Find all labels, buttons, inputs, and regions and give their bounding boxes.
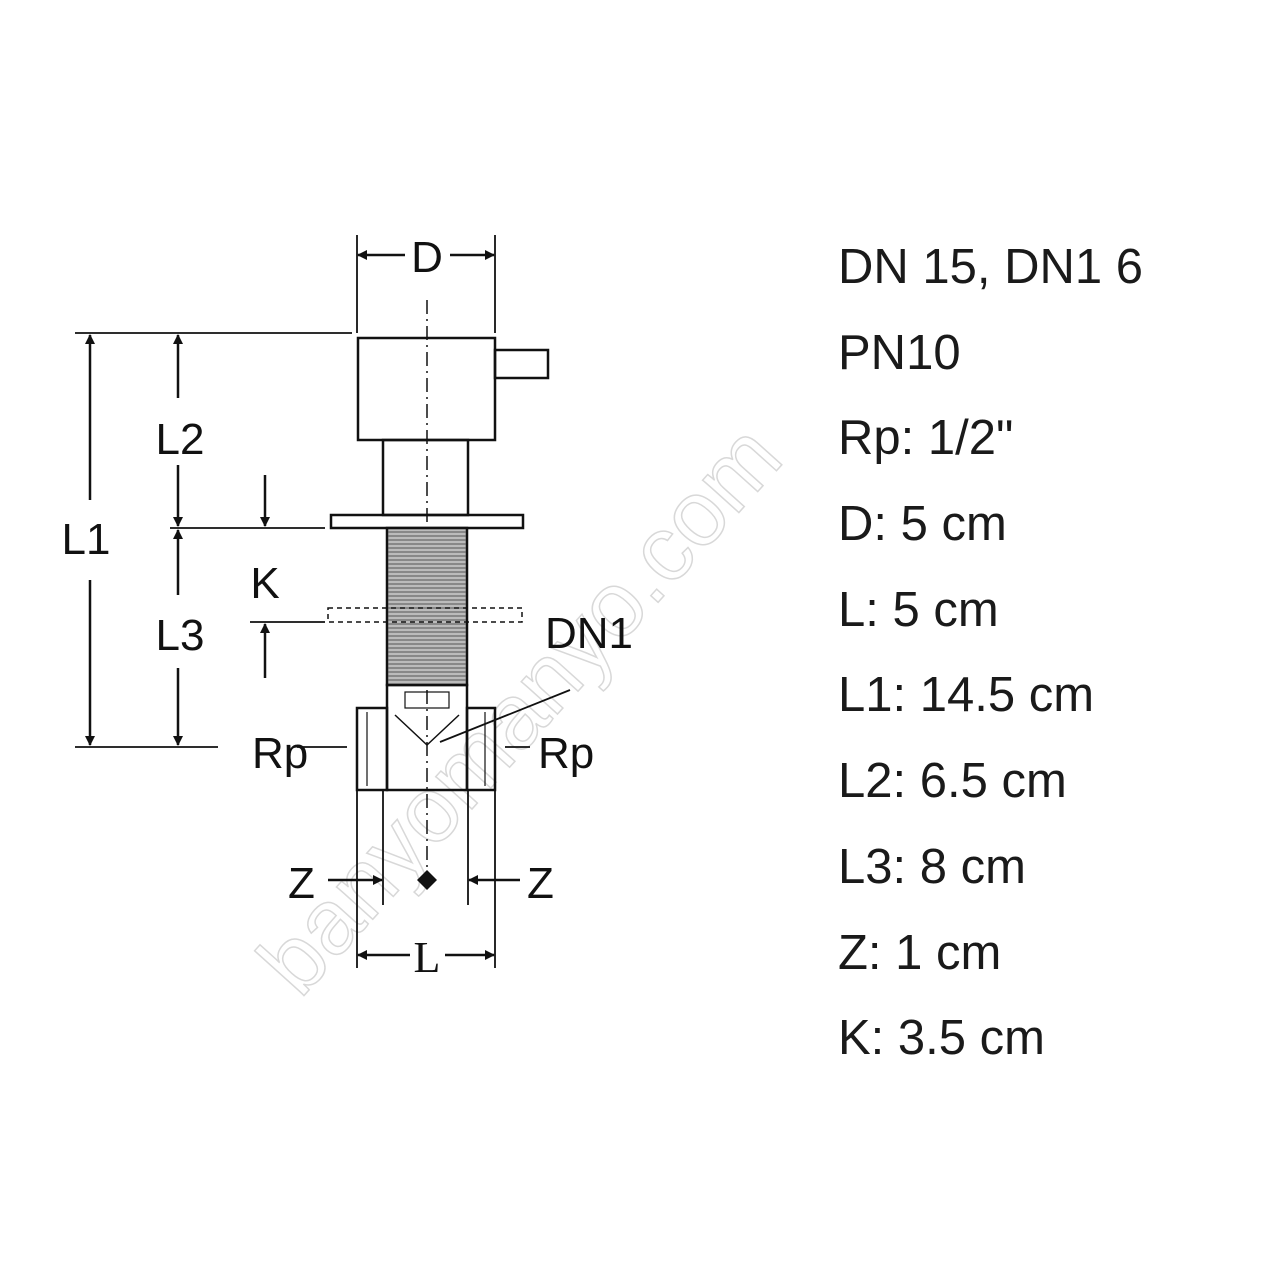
label-z-right: Z [527, 859, 554, 908]
label-l: L [414, 933, 441, 982]
label-l3: L3 [156, 611, 205, 660]
spec-k: K: 3.5 cm [838, 1011, 1045, 1065]
tee-right-port [465, 706, 497, 792]
label-z-left: Z [288, 859, 315, 908]
spec-l2: L2: 6.5 cm [838, 754, 1067, 808]
label-l2: L2 [156, 415, 205, 464]
label-d: D [411, 233, 443, 282]
spec-pressure: PN10 [838, 326, 961, 380]
spec-rp: Rp: 1/2" [838, 411, 1014, 465]
label-rp-left: Rp [252, 729, 308, 778]
spec-d: D: 5 cm [838, 497, 1007, 551]
spec-l1: L1: 14.5 cm [838, 668, 1095, 722]
label-rp-right: Rp [538, 729, 594, 778]
valve-stem [381, 438, 470, 517]
wall-surface-dashed [327, 607, 523, 623]
dn1-leader-line [439, 689, 571, 743]
spec-z: Z: 1 cm [838, 926, 1002, 980]
spec-l3: L3: 8 cm [838, 840, 1026, 894]
label-l1: L1 [62, 515, 111, 564]
center-diamond-marker [417, 870, 437, 890]
threaded-body [385, 526, 469, 687]
valve-lever [493, 348, 550, 380]
tee-left-port [355, 706, 389, 792]
label-dn1: DN1 [545, 609, 633, 658]
label-k: K [250, 559, 279, 608]
spec-l: L: 5 cm [838, 583, 999, 637]
spec-nominal-diameter: DN 15, DN1 6 [838, 240, 1144, 294]
